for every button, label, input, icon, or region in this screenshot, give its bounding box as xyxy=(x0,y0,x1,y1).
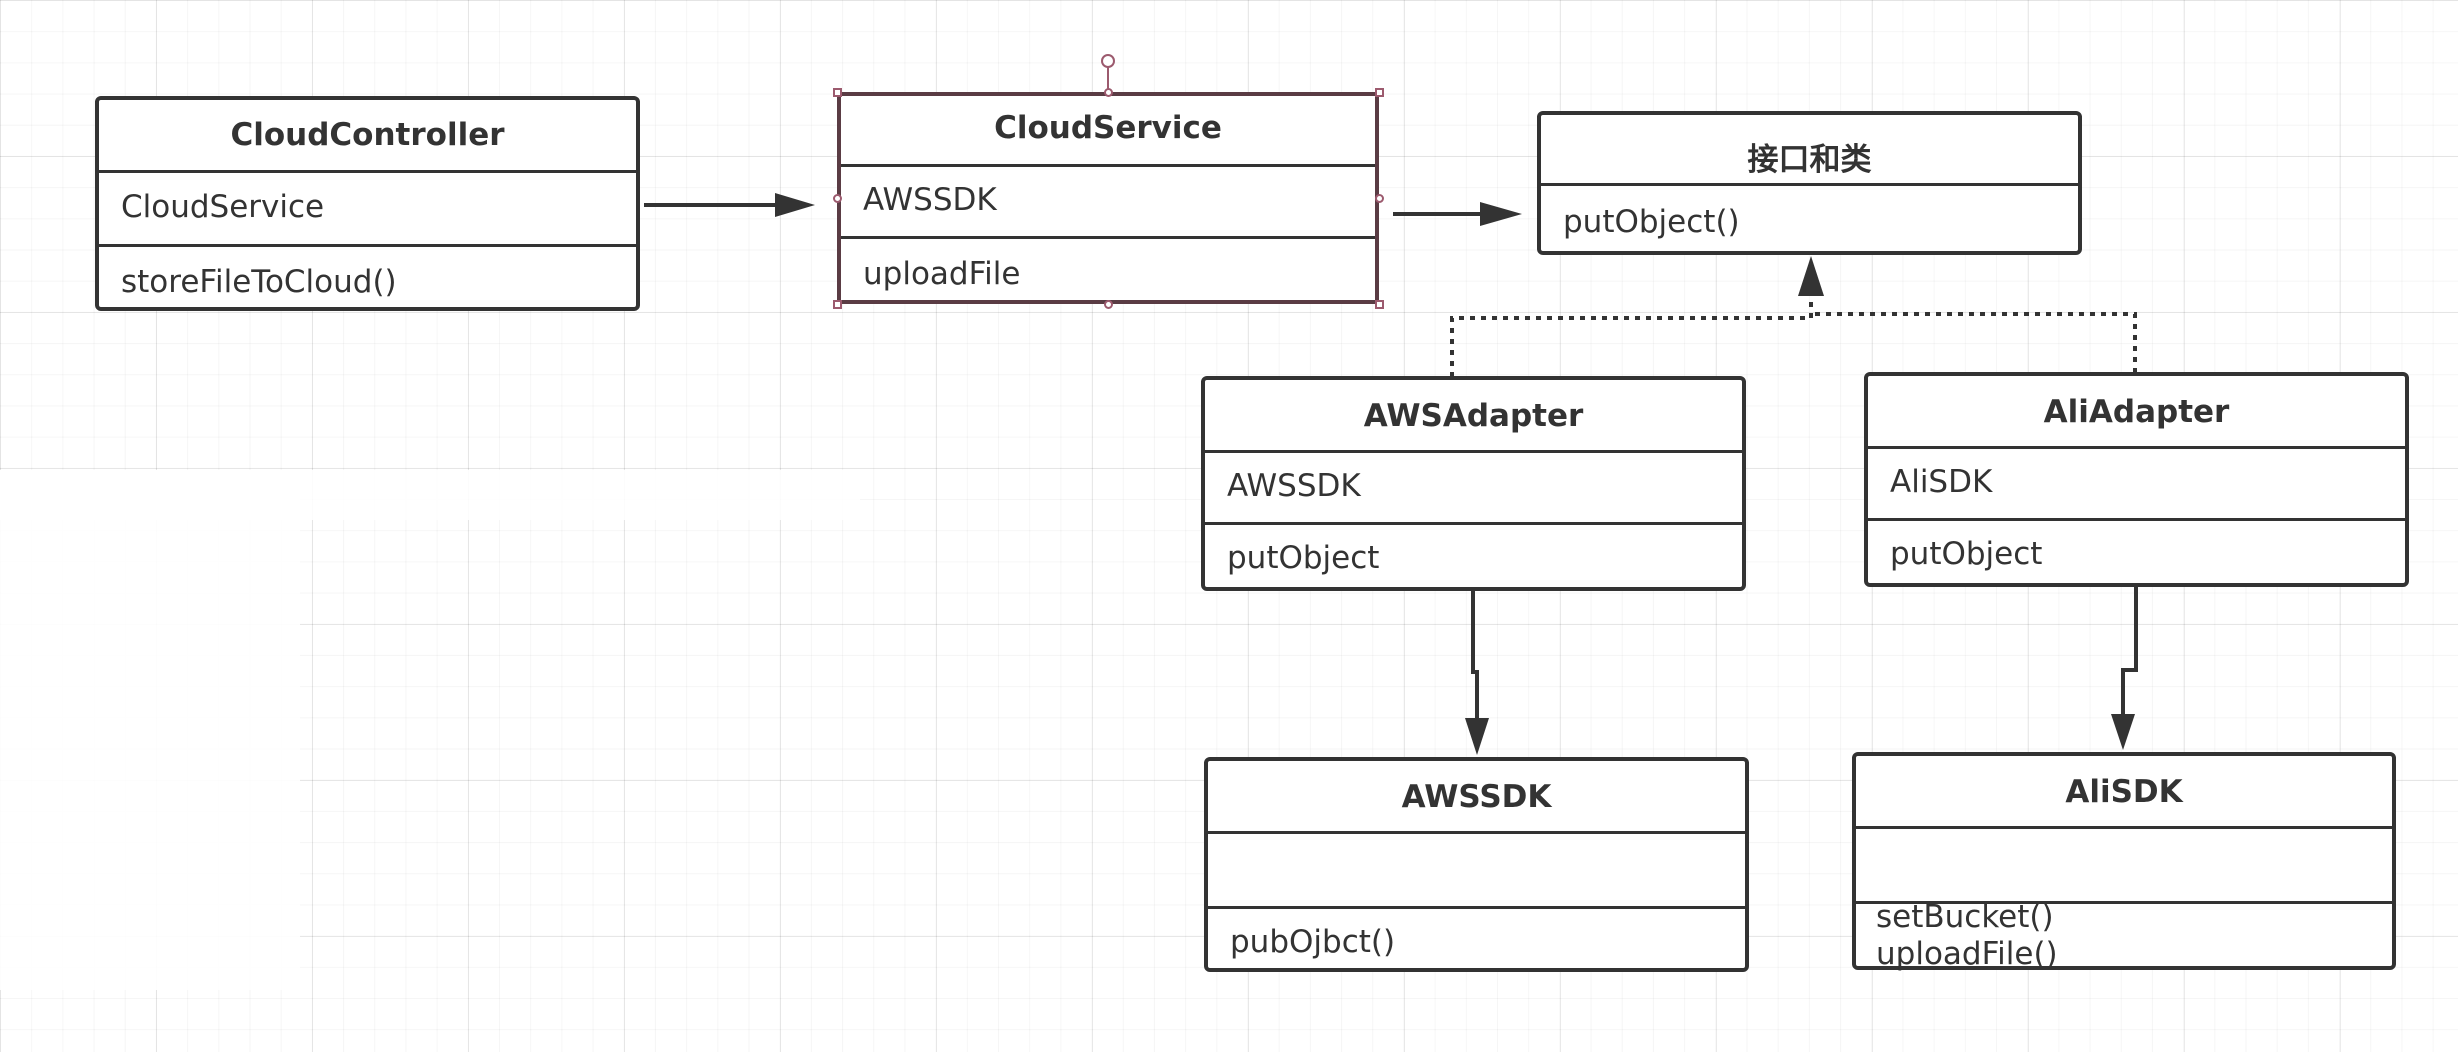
class-method: uploadFile xyxy=(863,256,1021,292)
section-divider xyxy=(1208,906,1745,909)
section-divider xyxy=(1856,901,2392,904)
class-interface[interactable]: 接口和类 putObject() xyxy=(1537,111,2082,255)
class-ali-sdk[interactable]: AliSDK setBucket() uploadFile() xyxy=(1852,752,2396,972)
connection-point-right[interactable] xyxy=(1375,194,1384,203)
section-divider xyxy=(1856,826,2392,829)
class-method: setBucket() xyxy=(1876,899,2054,935)
section-divider xyxy=(99,170,636,173)
arrowhead-icon xyxy=(1480,202,1522,226)
resize-handle-sw[interactable] xyxy=(833,300,842,309)
class-name: AWSSDK xyxy=(1401,779,1552,815)
connection-point-top[interactable] xyxy=(1104,88,1113,97)
resize-handle-ne[interactable] xyxy=(1375,88,1384,97)
class-attribute: AWSSDK xyxy=(1227,468,1361,504)
section-divider xyxy=(841,164,1375,167)
canvas-faded-strip xyxy=(0,470,860,520)
section-divider xyxy=(1868,446,2405,449)
realization-aws-adapter[interactable] xyxy=(1450,290,1813,377)
connection-point-left[interactable] xyxy=(833,194,842,203)
section-divider xyxy=(1868,518,2405,521)
class-attribute: CloudService xyxy=(121,189,325,225)
realization-ali-adapter[interactable] xyxy=(1811,312,2137,373)
class-name: AliSDK xyxy=(2065,774,2183,810)
association-aliadapter-alisdk[interactable] xyxy=(2121,586,2138,716)
class-name: CloudController xyxy=(230,117,505,153)
arrowhead-icon xyxy=(1465,718,1489,755)
canvas-faded-area xyxy=(0,470,300,990)
class-cloud-controller[interactable]: CloudController CloudService storeFileTo… xyxy=(95,96,640,311)
class-attribute: AWSSDK xyxy=(863,182,997,218)
class-method: uploadFile() xyxy=(1876,936,2058,972)
arrowhead-icon xyxy=(2111,714,2135,750)
class-cloud-service[interactable]: CloudService AWSSDK uploadFile xyxy=(837,92,1379,304)
class-aws-sdk[interactable]: AWSSDK pubOjbct() xyxy=(1204,757,1749,972)
class-name: AliAdapter xyxy=(2043,394,2230,430)
section-divider xyxy=(1205,522,1742,525)
class-name: AWSAdapter xyxy=(1363,398,1584,434)
resize-handle-se[interactable] xyxy=(1375,300,1384,309)
section-divider xyxy=(1541,183,2078,186)
triangle-arrow-icon xyxy=(1798,256,1824,296)
class-method: storeFileToCloud() xyxy=(121,264,397,300)
class-name: CloudService xyxy=(994,110,1222,146)
class-method: putObject xyxy=(1227,540,1380,576)
class-aws-adapter[interactable]: AWSAdapter AWSSDK putObject xyxy=(1201,376,1746,591)
class-method: putObject xyxy=(1890,536,2043,572)
class-name: 接口和类 xyxy=(1747,142,1872,178)
section-divider xyxy=(99,244,636,247)
section-divider xyxy=(1208,831,1745,834)
section-divider xyxy=(841,236,1375,239)
association-awsadapter-awssdk[interactable] xyxy=(1471,590,1479,720)
class-method: putObject() xyxy=(1563,204,1740,240)
section-divider xyxy=(1205,450,1742,453)
arrowhead-icon xyxy=(775,193,815,217)
resize-handle-nw[interactable] xyxy=(833,88,842,97)
class-method: pubOjbct() xyxy=(1230,924,1396,960)
class-attribute: AliSDK xyxy=(1890,464,1993,500)
connection-point-bottom[interactable] xyxy=(1104,300,1113,309)
class-ali-adapter[interactable]: AliAdapter AliSDK putObject xyxy=(1864,372,2409,587)
